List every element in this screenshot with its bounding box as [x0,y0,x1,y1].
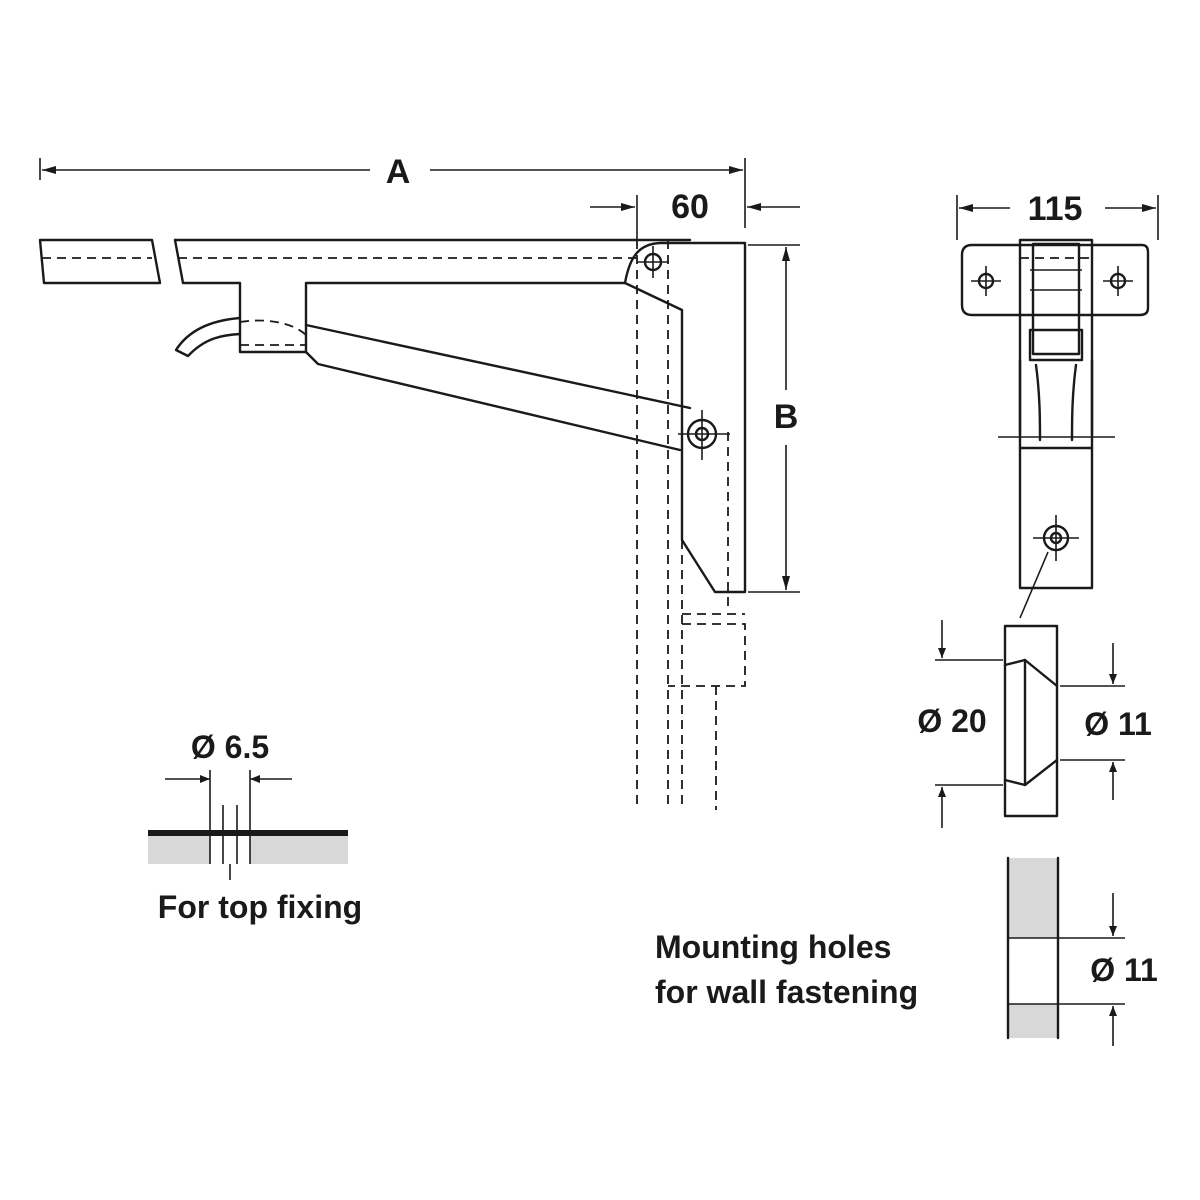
body-hole [1033,515,1079,561]
dimension-60-label: 60 [671,188,709,226]
plate-screw-right [1103,266,1133,296]
dimension-a: A [39,153,746,228]
dimension-115-label: 115 [1028,190,1083,228]
front-view: 115 [956,190,1159,619]
dimension-a-label: A [386,153,411,191]
dimension-60: 60 [590,188,800,240]
lower-pivot [678,410,730,460]
top-fixing-caption: For top fixing [158,889,362,925]
side-view: A 60 B [38,153,800,810]
top-hole-label: Ø 6.5 [191,729,269,765]
inner-diameter-label: Ø 11 [1084,706,1152,742]
hole-section: Ø 20 Ø 11 [917,620,1152,828]
outer-diameter-label: Ø 20 [917,703,986,739]
folded-position [636,240,746,810]
wall-hole-label: Ø 11 [1090,952,1158,988]
mounting-caption-line2: for wall fastening [655,974,918,1010]
mounting-caption-line1: Mounting holes [655,929,891,965]
top-pivot [637,246,669,278]
wall-section: Ø 11 Mounting holes for wall fastening [655,856,1158,1046]
dimension-115: 115 [956,190,1159,240]
dimension-b: B [748,244,800,593]
dimension-b-label: B [774,398,799,436]
top-fixing-detail: Ø 6.5 For top fixing [148,729,362,925]
plate-screw-left [971,266,1001,296]
